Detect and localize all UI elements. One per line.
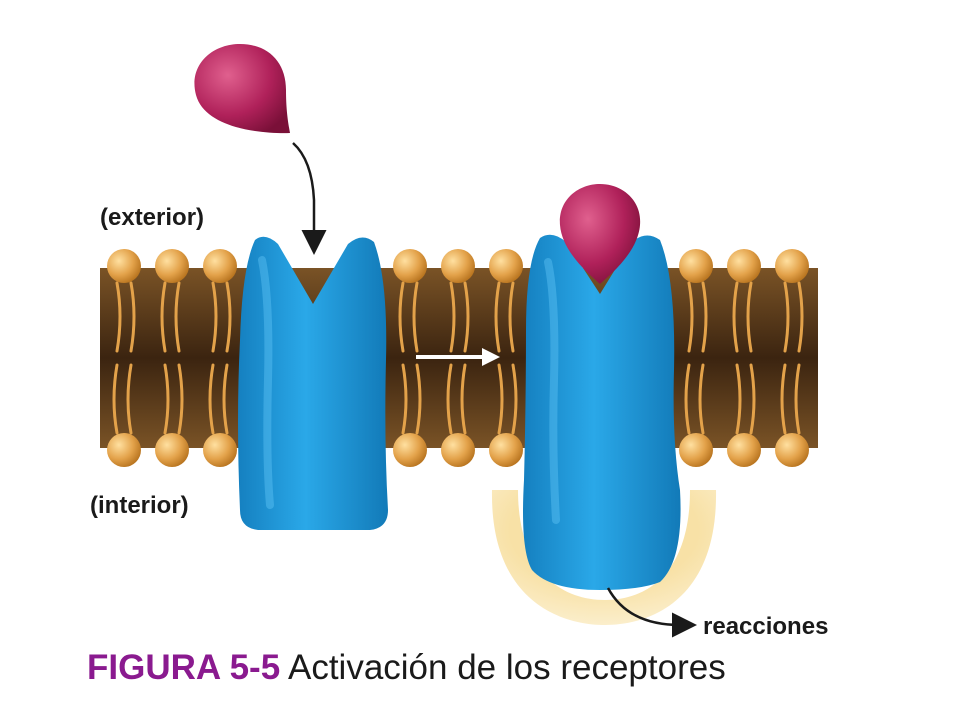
lipid-head <box>441 433 475 467</box>
lipid-tail <box>797 281 804 353</box>
receptor-inactive <box>238 236 388 531</box>
lipid-tail <box>222 363 229 435</box>
lipid-head <box>203 249 237 283</box>
lipid-head <box>727 249 761 283</box>
lipid-tail <box>412 281 419 353</box>
lipid-head <box>393 249 427 283</box>
transition-arrow-head <box>482 348 500 366</box>
lipid-tail <box>126 363 133 435</box>
lipid-tail <box>746 281 753 353</box>
lipid-tail <box>701 281 708 353</box>
lipid-tail <box>497 363 504 435</box>
lipid-tail <box>160 281 167 353</box>
lipid-tail <box>449 281 456 353</box>
lipid-head <box>679 433 713 467</box>
reactions-label: reacciones <box>703 613 829 640</box>
figure-caption: FIGURA 5-5 Activación de los receptores <box>87 648 726 688</box>
lipid-head <box>393 433 427 467</box>
lipid-head <box>155 433 189 467</box>
lipid-tail <box>112 363 119 435</box>
lipid-tail <box>208 363 215 435</box>
reactions-arrow <box>606 587 697 638</box>
lipid-tail <box>780 363 787 435</box>
ligand-free <box>194 44 290 134</box>
interior-label: (interior) <box>90 492 189 519</box>
lipid-tail <box>115 281 122 353</box>
lipid-tail <box>163 363 170 435</box>
lipid-tail <box>749 363 756 435</box>
lipid-tail <box>129 281 136 353</box>
lipid-tail <box>401 363 408 435</box>
lipid-tail <box>177 363 184 435</box>
lipid-tails <box>112 281 804 435</box>
lipid-tail <box>225 281 232 353</box>
lipid-tail <box>415 363 422 435</box>
figure-title: Activación de los receptores <box>287 648 726 687</box>
lipid-head <box>489 433 523 467</box>
lipid-tail <box>508 281 515 353</box>
lipid-tail <box>794 363 801 435</box>
lipid-tail <box>463 281 470 353</box>
lipid-head <box>107 433 141 467</box>
lipid-tail <box>732 281 739 353</box>
lipid-tail <box>735 363 742 435</box>
receptor-active-highlight <box>544 258 560 524</box>
lipid-tail <box>684 363 691 435</box>
figure-number: FIGURA 5-5 <box>87 648 281 687</box>
receptor-inactive-highlight <box>258 256 274 509</box>
lipid-tail <box>494 281 501 353</box>
ligand-bound <box>559 184 641 284</box>
lipid-head <box>775 249 809 283</box>
lipid-tail <box>698 363 705 435</box>
lipid-tail <box>687 281 694 353</box>
lipid-head <box>107 249 141 283</box>
lipid-head <box>775 433 809 467</box>
lipid-head <box>441 249 475 283</box>
exterior-label: (exterior) <box>100 204 205 231</box>
lipid-tail <box>211 281 218 353</box>
receptor-active <box>523 234 681 591</box>
lipid-head <box>155 249 189 283</box>
lipid-head <box>727 433 761 467</box>
lipid-head <box>489 249 523 283</box>
lipid-head <box>203 433 237 467</box>
lipid-tail <box>783 281 790 353</box>
binding-arrow <box>292 142 327 255</box>
lipid-tail <box>511 363 518 435</box>
lipid-tail <box>174 281 181 353</box>
lipid-head <box>679 249 713 283</box>
lipid-tail <box>398 281 405 353</box>
lipid-heads <box>107 249 809 467</box>
lipid-tail <box>460 363 467 435</box>
activation-halo <box>491 490 717 625</box>
lipid-tail <box>446 363 453 435</box>
